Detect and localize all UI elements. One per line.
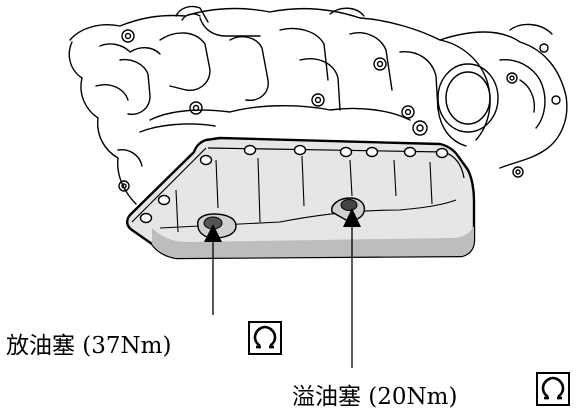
torque-wrench-icon: [541, 376, 565, 400]
drain-torque-icon: [248, 321, 282, 355]
overflow-plug: [331, 197, 366, 222]
overflow-plug-leader: [343, 208, 361, 368]
oil-pan: [126, 136, 476, 260]
torque-wrench-icon: [253, 325, 277, 349]
overflow-torque-icon: [536, 372, 570, 406]
drain-plug-leader: [204, 224, 222, 315]
drain-plug-label: 放油塞 (37Nm): [6, 333, 172, 359]
drain-plug: [197, 213, 237, 239]
transmission-housing: [68, 5, 568, 205]
overflow-plug-label: 溢油塞 (20Nm): [292, 384, 458, 410]
